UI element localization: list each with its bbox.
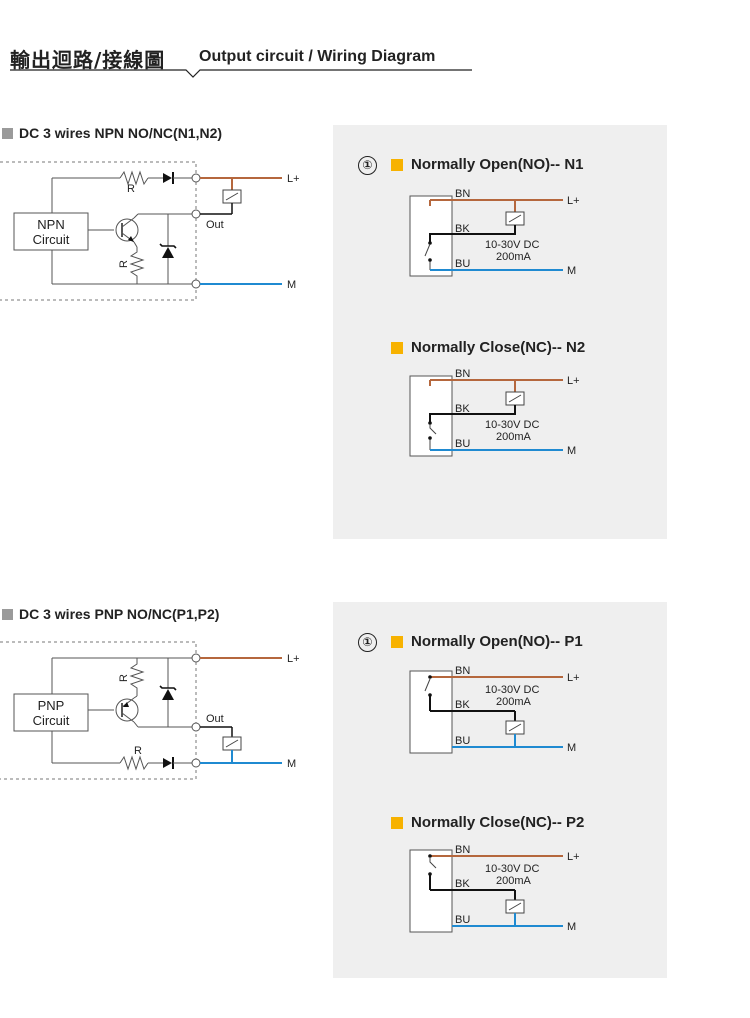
yellow-marker [391,158,403,171]
svg-text:BN: BN [455,665,470,677]
label-lplus: L+ [287,173,300,185]
wiring-p2: BN BK BU L+ M 10-30V DC 200mA [409,844,580,933]
wiring-panel-npn: ① Normally Open(NO)-- N1 BN BK BU L+ M 1… [333,125,667,539]
svg-text:BK: BK [455,699,470,711]
resistor-side [129,247,145,284]
svg-text:M: M [567,742,576,754]
svg-text:BK: BK [455,223,470,235]
svg-text:10-30V DC: 10-30V DC [485,863,539,875]
section-bullet [2,608,13,620]
npn-block [13,212,89,251]
label-p2: Normally Close(NC)-- P2 [391,814,584,831]
label-p1: Normally Open(NO)-- P1 [391,633,583,650]
section-title-pnp: DC 3 wires PNP NO/NC(P1,P2) [2,606,219,622]
svg-text:200mA: 200mA [496,251,532,263]
svg-text:200mA: 200mA [496,875,532,887]
svg-text:BK: BK [455,878,470,890]
svg-text:200mA: 200mA [496,696,532,708]
svg-text:BN: BN [455,188,470,200]
svg-text:BK: BK [455,403,470,415]
terminal-lplus [191,173,201,183]
terminal-lplus [191,653,201,663]
label-circuit: Circuit [33,713,70,728]
terminal-out [191,722,201,732]
label-r-side: R [118,674,130,682]
title-chinese: 輸出迴路/接線圖 [10,48,166,72]
resistor-side [129,658,145,696]
svg-text:M: M [567,265,576,277]
page-header: 輸出迴路/接線圖 Output circuit / Wiring Diagram [10,38,472,78]
diode-bottom [163,758,172,768]
yellow-marker [391,341,403,354]
npn-circuit-diagram: R NPN Circuit R Out L+ M [0,161,300,301]
wiring-panel-pnp: ① Normally Open(NO)-- P1 BN BK BU L+ M 1… [333,602,667,978]
svg-text:BU: BU [455,438,470,450]
wiring-n2: BN BK BU L+ M 10-30V DC 200mA [409,368,580,457]
label-out: Out [206,219,224,231]
label-out: Out [206,713,224,725]
svg-text:L+: L+ [567,851,580,863]
pnp-circuit-diagram: R PNP Circuit R Out L+ M [0,641,300,780]
svg-text:BN: BN [455,844,470,856]
svg-text:L+: L+ [567,375,580,387]
svg-text:BU: BU [455,735,470,747]
transistor-npn [115,218,139,242]
panel-index: ① [358,633,377,652]
label-r-bottom: R [134,745,142,757]
label-m: M [287,279,296,291]
svg-text:10-30V DC: 10-30V DC [485,239,539,251]
label-npn: NPN [37,217,64,232]
label-r-side: R [118,260,130,268]
svg-text:L+: L+ [567,672,580,684]
label-lplus: L+ [287,653,300,665]
enclosure-border [0,161,197,301]
panel-index: ① [358,156,377,175]
wiring-n1: BN BK BU L+ M 10-30V DC 200mA [409,188,580,277]
section-title-npn: DC 3 wires NPN NO/NC(N1,N2) [2,125,222,141]
label-circuit: Circuit [33,232,70,247]
zener-diode [162,689,174,700]
svg-text:M: M [567,445,576,457]
svg-text:BU: BU [455,258,470,270]
terminal-m [191,758,201,768]
section-bullet [2,127,13,139]
svg-text:10-30V DC: 10-30V DC [485,419,539,431]
label-n2: Normally Close(NC)-- N2 [391,339,585,356]
svg-text:200mA: 200mA [496,431,532,443]
pnp-block [13,693,89,732]
resistor-bottom [119,755,149,771]
svg-text:M: M [567,921,576,933]
title-english: Output circuit / Wiring Diagram [199,48,436,65]
enclosure-border [0,641,197,780]
label-r-top: R [127,183,135,195]
svg-text:BU: BU [455,914,470,926]
yellow-marker [391,816,403,829]
svg-text:10-30V DC: 10-30V DC [485,684,539,696]
wiring-p1: BN BK BU L+ M 10-30V DC 200mA [409,665,580,754]
label-pnp: PNP [38,698,65,713]
header-underline [10,69,472,78]
zener-diode [162,247,174,258]
yellow-marker [391,635,403,648]
svg-text:BN: BN [455,368,470,380]
diode-top [163,173,172,183]
label-n1: Normally Open(NO)-- N1 [391,156,584,173]
label-m: M [287,758,296,770]
terminal-out [191,209,201,219]
resistor-top [119,170,149,186]
terminal-m [191,279,201,289]
svg-text:L+: L+ [567,195,580,207]
